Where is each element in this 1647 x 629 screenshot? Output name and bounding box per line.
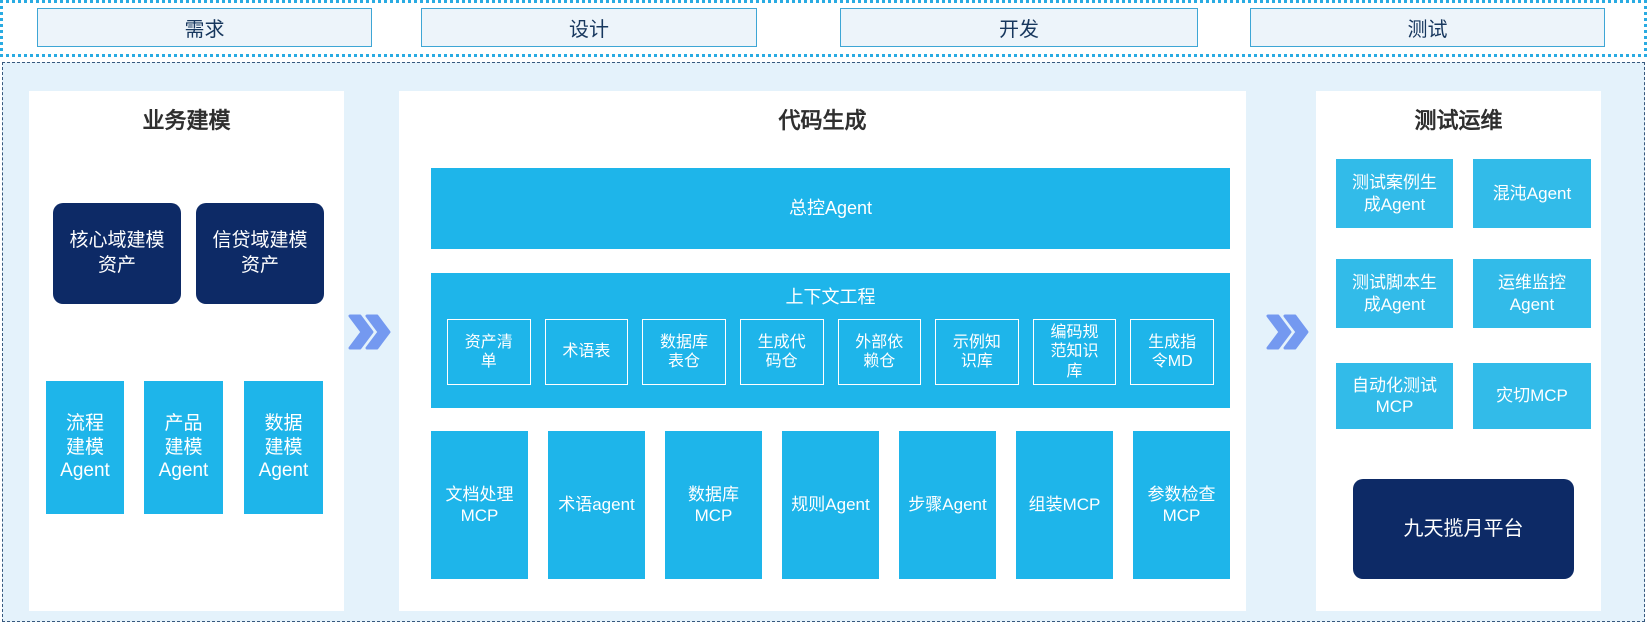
asset-list-box: 资产清单 — [447, 319, 531, 385]
master-agent-bar: 总控Agent — [431, 168, 1230, 249]
test-ops-panel: 测试运维 测试案例生成Agent 混沌Agent 测试脚本生成Agent 运维监… — [1316, 91, 1601, 611]
chaos-agent-box: 混沌Agent — [1473, 159, 1591, 228]
test-ops-title: 测试运维 — [1414, 108, 1503, 133]
phase-box-testing: 测试 — [1250, 8, 1605, 47]
code-generation-title: 代码生成 — [778, 108, 867, 133]
doc-processing-mcp-box: 文档处理MCP — [431, 431, 528, 579]
context-engineering-items: 资产清单 术语表 数据库表仓 生成代码仓 外部依赖仓 示例知识库 编码规范知识库… — [447, 319, 1214, 385]
external-dependency-box: 外部依赖仓 — [837, 319, 922, 385]
assembly-mcp-box: 组装MCP — [1016, 431, 1113, 579]
tool-boxes-row: 文档处理MCP 术语agent 数据库MCP 规则Agent 步骤Agent 组… — [431, 431, 1230, 579]
context-engineering-title: 上下文工程 — [785, 287, 876, 307]
context-engineering-section: 上下文工程 资产清单 术语表 数据库表仓 生成代码仓 外部依赖仓 示例知识库 编… — [431, 273, 1230, 408]
example-knowledge-box: 示例知识库 — [935, 319, 1019, 385]
credit-domain-asset-box: 信贷域建模资产 — [196, 203, 324, 304]
auto-test-mcp-box: 自动化测试MCP — [1336, 363, 1453, 429]
code-generation-panel: 代码生成 总控Agent 上下文工程 资产清单 术语表 数据库表仓 生成代码仓 … — [399, 91, 1246, 611]
pipeline-container: 业务建模 核心域建模资产 信贷域建模资产 流程建模Agent 产品建模Agent… — [2, 62, 1645, 622]
disaster-switch-mcp-box: 灾切MCP — [1473, 363, 1591, 429]
product-modeling-agent-box: 产品建模Agent — [144, 381, 223, 514]
steps-agent-box: 步骤Agent — [899, 431, 996, 579]
test-case-gen-agent-box: 测试案例生成Agent — [1336, 159, 1453, 228]
process-modeling-agent-box: 流程建模Agent — [46, 381, 124, 514]
data-modeling-agent-box: 数据建模Agent — [244, 381, 323, 514]
test-script-gen-agent-box: 测试脚本生成Agent — [1336, 259, 1453, 328]
business-modeling-panel: 业务建模 核心域建模资产 信贷域建模资产 流程建模Agent 产品建模Agent… — [29, 91, 344, 611]
generation-instruction-box: 生成指令MD — [1130, 319, 1214, 385]
phase-box-requirements: 需求 — [37, 8, 372, 47]
business-modeling-title: 业务建模 — [142, 108, 231, 133]
param-check-mcp-box: 参数检查MCP — [1133, 431, 1230, 579]
glossary-box: 术语表 — [544, 319, 629, 385]
glossary-agent-box: 术语agent — [548, 431, 645, 579]
flow-arrow-icon — [1265, 311, 1309, 355]
phase-strip: 需求 设计 开发 测试 — [0, 0, 1647, 57]
flow-arrow-icon — [347, 311, 391, 355]
database-mcp-box: 数据库MCP — [665, 431, 762, 579]
rules-agent-box: 规则Agent — [782, 431, 879, 579]
phase-box-development: 开发 — [840, 8, 1198, 47]
generated-code-repo-box: 生成代码仓 — [739, 319, 824, 385]
coding-standard-box: 编码规范知识库 — [1032, 319, 1117, 385]
jiutian-platform-box: 九天揽月平台 — [1353, 479, 1574, 579]
phase-box-design: 设计 — [421, 8, 757, 47]
db-table-repo-box: 数据库表仓 — [642, 319, 726, 385]
ops-monitor-agent-box: 运维监控Agent — [1473, 259, 1591, 328]
core-domain-asset-box: 核心域建模资产 — [53, 203, 181, 304]
